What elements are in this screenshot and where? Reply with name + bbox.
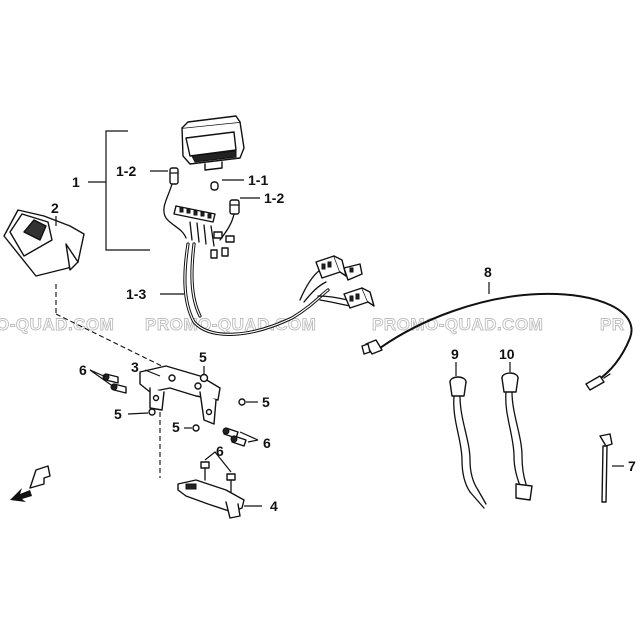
- bolt-middle: [192, 424, 200, 432]
- leader-6-lower: [204, 451, 232, 473]
- cable-tie: [599, 433, 613, 503]
- wire-harness: [183, 242, 351, 336]
- mounting-bracket: [139, 365, 221, 425]
- screws-pair-right: [222, 427, 247, 447]
- callout-screw-c: 6: [216, 443, 224, 459]
- indicator-lamp-9: [449, 376, 487, 509]
- callout-screw-b: 6: [263, 435, 271, 451]
- watermark-text-2: PROMO-QUAD.COM: [372, 315, 543, 334]
- watermark-text-1: PROMO-QUAD.COM: [145, 315, 316, 334]
- screws-lower: [200, 461, 236, 493]
- harness-connector-lower: [343, 287, 375, 309]
- meter-body: [181, 115, 245, 171]
- leader-6-right: [239, 431, 259, 443]
- watermark-fragment-right: PR: [600, 315, 625, 334]
- screws-pair-left: [102, 373, 127, 394]
- callout-bulb-socket-b: 1-2: [264, 190, 284, 206]
- callout-bolt-b: 5: [262, 394, 270, 410]
- speedometer-cable: [361, 292, 633, 391]
- front-direction-arrow-icon: [10, 465, 51, 502]
- callout-bolt-c: 5: [114, 406, 122, 422]
- cover-to-bracket-dash: [55, 313, 179, 375]
- socket-wire-left: [163, 183, 187, 239]
- indicator-lamp-10: [501, 372, 533, 501]
- callout-speedometer-cable: 8: [484, 264, 492, 280]
- callout-indicator-lamp-a: 9: [451, 346, 459, 362]
- callout-lower-bracket: 4: [270, 498, 278, 514]
- harness-connector-upper: [315, 255, 363, 281]
- callout-bulb-socket-a: 1-2: [116, 163, 136, 179]
- callout-bolt-a: 5: [199, 349, 207, 365]
- leader-3: [144, 369, 161, 377]
- meter-cover: [3, 209, 85, 277]
- lower-bracket: [177, 479, 245, 519]
- bulb-socket-left: [169, 167, 179, 185]
- callout-mounting-bracket: 3: [131, 359, 139, 375]
- wire-connectors: [210, 231, 235, 259]
- bolt-right: [238, 398, 246, 406]
- terminal-block: [173, 205, 216, 223]
- group-bracket: [105, 130, 150, 251]
- bulb-socket-right: [229, 199, 240, 215]
- bolt-left: [148, 408, 156, 416]
- callout-screw-a: 6: [79, 362, 87, 378]
- terminal-wires: [189, 221, 215, 247]
- leader-6-left: [89, 369, 115, 388]
- callout-bolt-d: 5: [172, 419, 180, 435]
- callout-bulb: 1-1: [248, 172, 268, 188]
- callout-indicator-lamp-b: 10: [499, 346, 515, 362]
- leader-5-left: [127, 412, 149, 415]
- bolt-top: [199, 373, 209, 383]
- callout-meter-cover: 2: [51, 200, 59, 216]
- watermark-fragment-left: O-QUAD.COM: [0, 315, 114, 334]
- callout-wire-harness: 1-3: [126, 286, 146, 302]
- callout-meter-assembly: 1: [72, 174, 80, 190]
- callout-cable-tie: 7: [628, 458, 636, 474]
- bulb: [210, 181, 219, 191]
